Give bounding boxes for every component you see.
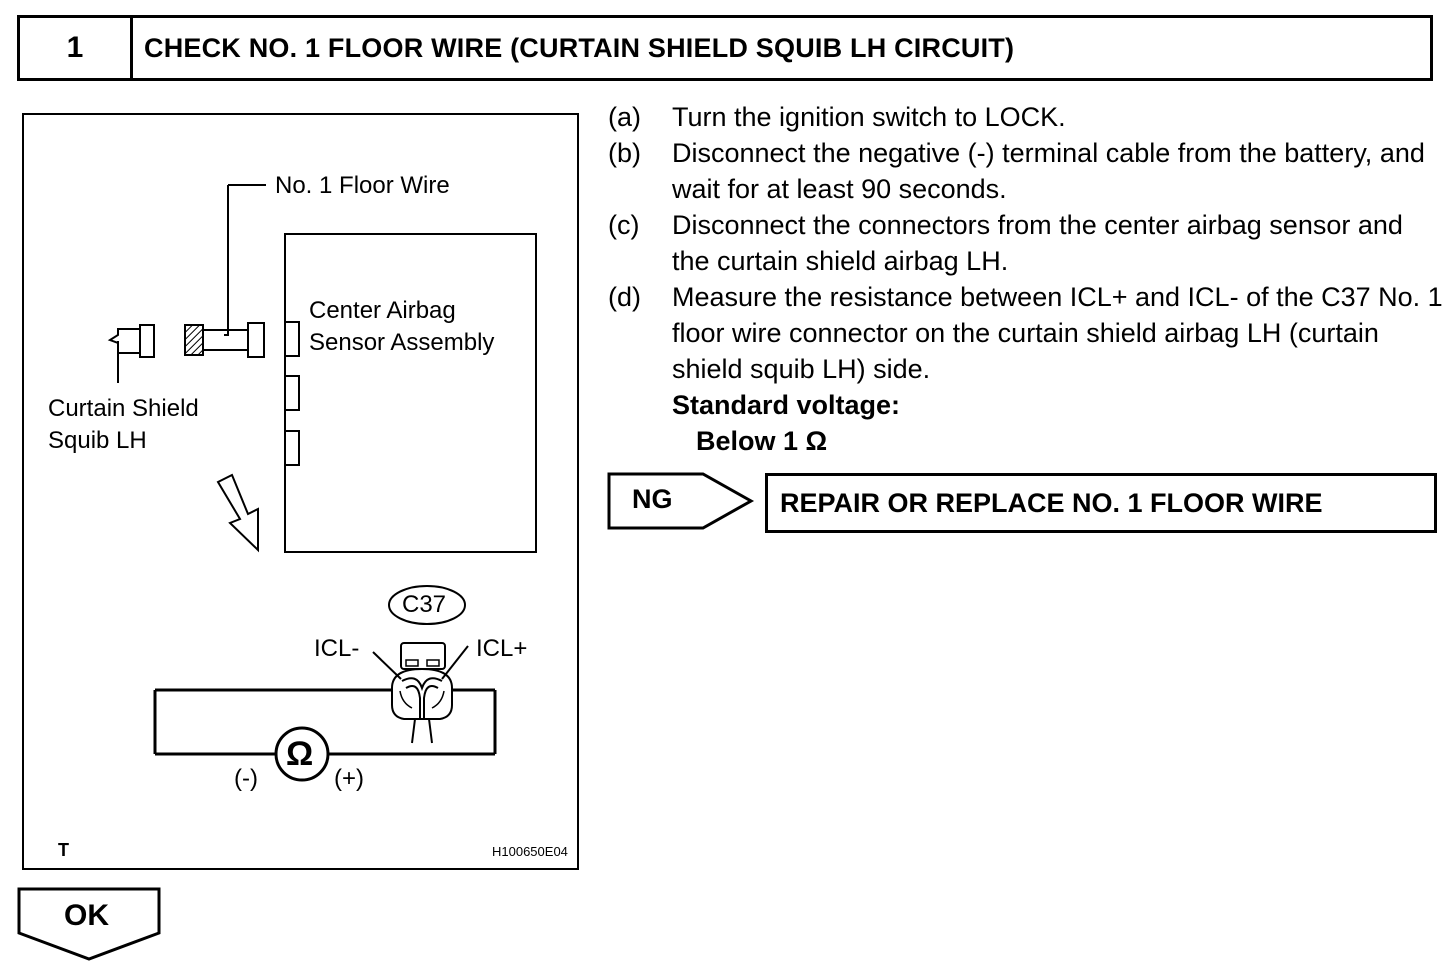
icl-neg-leader <box>372 651 402 680</box>
wiring-diagram: No. 1 Floor Wire Center Airbag Sensor As… <box>22 113 579 870</box>
ok-tag[interactable]: OK <box>64 899 109 932</box>
figure-id: H100650E04 <box>492 844 568 859</box>
sensor-connector-1 <box>284 321 300 357</box>
floor-wire-connector-end <box>247 322 265 358</box>
label-squib-line2: Squib LH <box>48 427 147 454</box>
c37-connector-body <box>391 667 453 720</box>
connector-id-ellipse <box>388 585 466 625</box>
spec-value: Below 1 Ω <box>696 426 828 456</box>
sensor-connector-3 <box>284 430 300 466</box>
terminal-pos-label: ICL+ <box>476 635 528 662</box>
spec-label: Standard voltage: <box>672 390 901 420</box>
step-header: 1 CHECK NO. 1 FLOOR WIRE (CURTAIN SHIELD… <box>17 15 1433 81</box>
step-text: Measure the resistance between ICL+ and … <box>672 282 1443 384</box>
probe-neg-label: (-) <box>234 765 258 792</box>
connector-id-label: C37 <box>402 591 447 618</box>
step-number: 1 <box>20 18 133 78</box>
probe-pos-label: (+) <box>334 765 364 792</box>
direction-arrow-icon <box>216 473 259 553</box>
squib-connector <box>139 324 155 358</box>
sensor-assembly-box <box>284 233 537 553</box>
ohm-symbol: Ω <box>286 735 314 773</box>
label-sensor-line2: Sensor Assembly <box>309 329 495 356</box>
instruction-step-b: (b) Disconnect the negative (-) terminal… <box>608 135 1443 207</box>
label-floor-wire: No. 1 Floor Wire <box>275 172 450 199</box>
step-letter: (d) <box>608 282 641 312</box>
instruction-step-a: (a) Turn the ignition switch to LOCK. <box>608 99 1443 135</box>
floor-wire-leader <box>224 185 229 336</box>
step-letter: (b) <box>608 138 641 168</box>
sensor-connector-2 <box>284 375 300 411</box>
step-title: CHECK NO. 1 FLOOR WIRE (CURTAIN SHIELD S… <box>144 32 1015 63</box>
instruction-list: (a) Turn the ignition switch to LOCK. (b… <box>608 99 1443 459</box>
step-text: Disconnect the negative (-) terminal cab… <box>672 138 1425 204</box>
ok-tag-shape <box>17 887 161 961</box>
label-sensor-line1: Center Airbag <box>309 297 456 324</box>
ng-tag[interactable]: NG <box>632 484 673 514</box>
ng-tag-shape <box>607 472 755 530</box>
terminal-neg-label: ICL- <box>314 635 360 662</box>
instruction-step-c: (c) Disconnect the connectors from the c… <box>608 207 1443 279</box>
step-letter: (c) <box>608 210 640 240</box>
ng-action-box: REPAIR OR REPLACE NO. 1 FLOOR WIRE <box>765 473 1437 533</box>
step-text: Turn the ignition switch to LOCK. <box>672 102 1066 132</box>
label-squib-line1: Curtain Shield <box>48 395 199 422</box>
ng-action-text: REPAIR OR REPLACE NO. 1 FLOOR WIRE <box>780 487 1323 518</box>
diagram-illustration <box>107 184 537 782</box>
step-letter: (a) <box>608 102 641 132</box>
step-text: Disconnect the connectors from the cente… <box>672 210 1403 276</box>
corner-mark: T <box>58 840 69 860</box>
floor-wire-connector-hatched <box>184 324 204 356</box>
instruction-step-d: (d) Measure the resistance between ICL+ … <box>608 279 1443 387</box>
icl-pos-leader <box>441 645 469 680</box>
ohmmeter-icon <box>274 726 330 782</box>
